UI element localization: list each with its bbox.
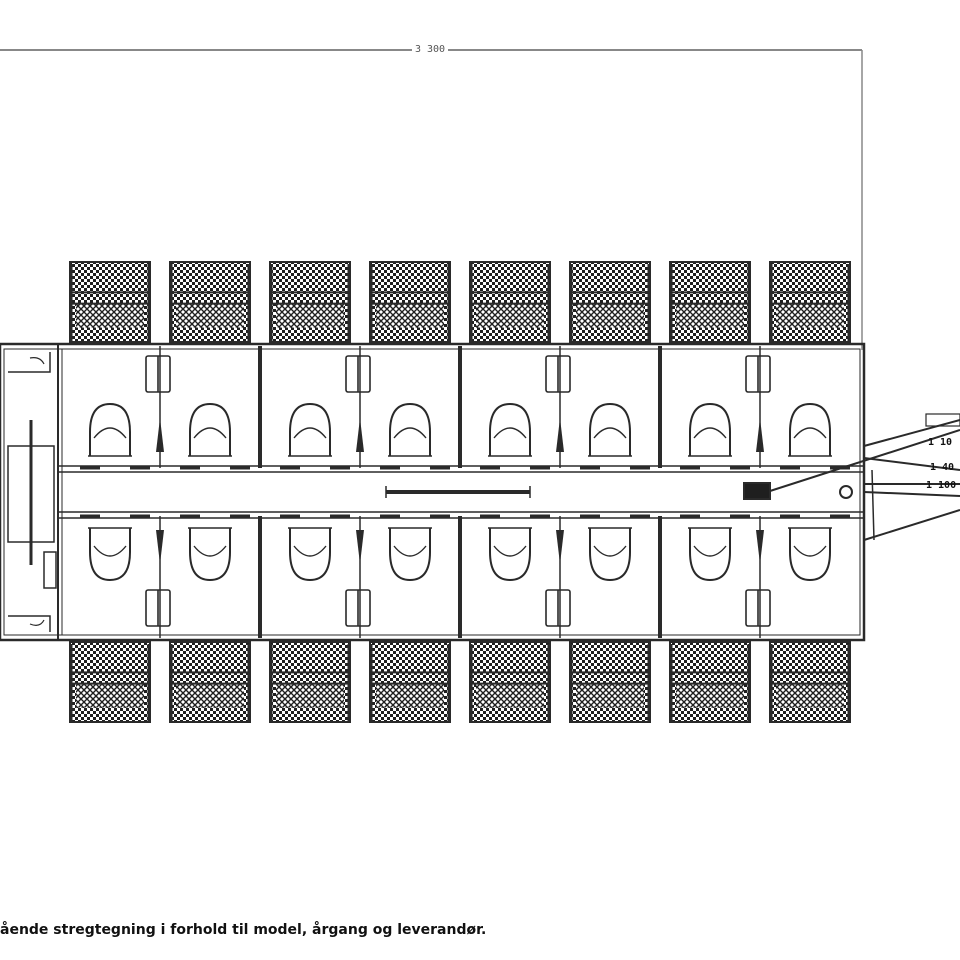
tie-post-icon [156,418,164,452]
hay-rack-icon [345,589,371,627]
saddle-icon [788,402,832,457]
gate-panel-icon [169,641,251,723]
saddle-icon [788,527,832,582]
gate-panel-icon [469,261,551,343]
door-icon [8,352,51,373]
saddle-icon [288,527,332,582]
front-compartment [7,352,57,632]
gate-panel-icon [369,641,451,723]
saddle-icon [488,527,532,582]
saddle-icon [388,402,432,457]
tie-post-icon [356,530,364,564]
top-gate-panels [69,261,851,343]
hay-rack-icon [145,589,171,627]
gate-panel-icon [769,641,851,723]
gate-panel-icon [269,261,351,343]
hay-rack-icon [545,355,571,393]
saddle-icon [288,402,332,457]
hitch-label-2: 1 40 [930,462,955,473]
bottom-gate-panels [69,641,851,723]
gate-panel-icon [269,641,351,723]
tie-post-icon [556,418,564,452]
saddle-icon [488,402,532,457]
horse-stalls [80,346,850,638]
drawing-caption: ående stregtegning i forhold til model, … [0,922,487,938]
hay-rack-icon [545,589,571,627]
tie-post-icon [556,530,564,564]
gate-panel-icon [569,261,651,343]
saddle-icon [688,527,732,582]
door-icon [8,615,51,632]
gate-panel-icon [69,641,151,723]
saddle-icon [88,402,132,457]
gate-panel-icon [669,261,751,343]
overall-dimension-label: 3 300 [412,43,448,57]
gate-panel-icon [469,641,551,723]
tie-post-icon [756,530,764,564]
saddle-icon [588,402,632,457]
saddle-icon [188,527,232,582]
hitch-label-1: 1 10 [928,437,953,448]
saddle-icon [688,402,732,457]
tie-post-icon [156,530,164,564]
saddle-icon [588,527,632,582]
saddle-icon [388,527,432,582]
gate-panel-icon [669,641,751,723]
center-bar [385,486,531,498]
hay-rack-icon [145,355,171,393]
saddle-icon [188,402,232,457]
saddle-icon [88,527,132,582]
hay-rack-icon [345,355,371,393]
gate-panel-icon [369,261,451,343]
hay-rack-icon [745,355,771,393]
hay-rack-icon [745,589,771,627]
tie-post-icon [756,418,764,452]
hitch-icon [743,413,960,541]
gate-panel-icon [169,261,251,343]
gate-panel-icon [569,641,651,723]
hitch-label-3: 1 100 [926,480,957,491]
gate-panel-icon [69,261,151,343]
tie-post-icon [356,418,364,452]
gate-panel-icon [769,261,851,343]
